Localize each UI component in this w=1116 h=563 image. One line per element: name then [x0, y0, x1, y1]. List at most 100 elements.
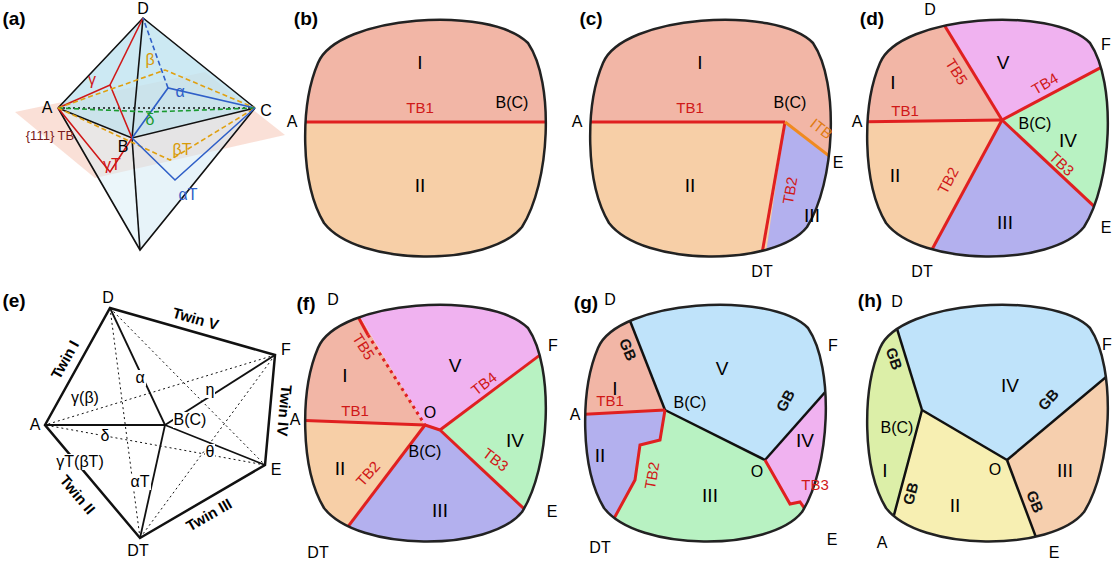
label: A — [30, 417, 41, 433]
label: III — [1057, 461, 1073, 480]
label: O — [751, 464, 763, 480]
grain-c — [575, 0, 855, 295]
grain-h — [852, 280, 1116, 563]
label: D — [137, 1, 149, 17]
label: B(C) — [1019, 116, 1052, 132]
label: A — [290, 412, 301, 428]
label: {111} TB — [26, 129, 74, 142]
label: D — [924, 2, 936, 18]
label: (c) — [579, 9, 602, 28]
label: θ — [205, 444, 216, 460]
label: C — [260, 103, 272, 119]
label: F — [548, 338, 558, 354]
label: B(C) — [173, 412, 208, 428]
label: DT — [589, 540, 610, 556]
label: DT — [127, 543, 148, 559]
label: O — [424, 405, 436, 421]
label: (h) — [858, 291, 882, 310]
label: δ — [100, 428, 111, 444]
label: (e) — [2, 291, 25, 310]
label: TB1 — [891, 103, 919, 118]
label: β — [145, 52, 154, 68]
label: I — [697, 53, 702, 72]
label: V — [716, 359, 729, 378]
label: I — [882, 461, 887, 480]
label: II — [335, 459, 346, 478]
label: E — [547, 504, 558, 520]
label: α — [175, 84, 184, 100]
label: γT — [103, 157, 121, 173]
grain-g — [570, 280, 880, 563]
label: F — [1102, 337, 1112, 353]
label: V — [449, 356, 462, 375]
label: IV — [506, 431, 524, 450]
label: E — [271, 462, 282, 478]
label: III — [432, 501, 448, 520]
label: E — [1101, 220, 1112, 236]
label: F — [1101, 37, 1111, 53]
label: B(C) — [409, 444, 442, 460]
label: TB1 — [676, 100, 704, 115]
label: (d) — [860, 9, 884, 28]
grain-d — [852, 0, 1116, 305]
label: γ(β) — [70, 390, 100, 406]
label: O — [989, 462, 1001, 478]
label: TB1 — [341, 403, 369, 418]
label: TB1 — [596, 393, 624, 408]
label: II — [595, 446, 606, 465]
label: D — [604, 292, 616, 308]
label: III — [702, 486, 718, 505]
label: DT — [751, 264, 772, 280]
label: V — [997, 53, 1010, 72]
label: B(C) — [881, 420, 914, 436]
label: B — [118, 139, 129, 155]
label: A — [852, 114, 863, 130]
label: III — [804, 206, 820, 225]
label: α — [134, 370, 145, 386]
label: F — [281, 342, 291, 358]
label: IV — [1001, 376, 1019, 395]
label: βT — [173, 142, 192, 158]
label: A — [570, 407, 581, 423]
label: D — [891, 294, 903, 310]
label: D — [102, 290, 114, 306]
label: III — [997, 213, 1013, 232]
label: B(C) — [774, 95, 807, 111]
label: (g) — [574, 293, 598, 312]
label: D — [327, 292, 339, 308]
label: A — [877, 535, 888, 551]
label: Twin I — [48, 337, 81, 380]
label: A — [287, 114, 298, 130]
label: II — [415, 176, 426, 195]
label: II — [685, 176, 696, 195]
label: II — [890, 166, 901, 185]
label: (a) — [2, 9, 25, 28]
label: I — [417, 53, 422, 72]
label: E — [833, 155, 844, 171]
label: TB1 — [406, 100, 434, 115]
label: I — [342, 366, 347, 385]
label: IV — [796, 431, 814, 450]
label: IV — [1059, 131, 1077, 150]
label: A — [572, 114, 583, 130]
label: A — [42, 100, 53, 116]
label: B(C) — [496, 95, 529, 111]
label: I — [890, 73, 895, 92]
label: E — [1049, 545, 1060, 561]
label: αT — [178, 187, 197, 203]
label: Twin III — [184, 495, 235, 533]
octahedron — [15, 18, 285, 250]
grain-f — [290, 280, 600, 563]
label: E — [827, 532, 838, 548]
label: (f) — [297, 294, 316, 313]
label: B(C) — [674, 395, 707, 411]
label: αT — [129, 474, 150, 490]
label: F — [828, 338, 838, 354]
label: TB3 — [801, 477, 829, 492]
label: γ — [88, 72, 96, 88]
label: DT — [911, 264, 932, 280]
label: Twin II — [58, 472, 99, 517]
grain-b — [290, 0, 570, 282]
